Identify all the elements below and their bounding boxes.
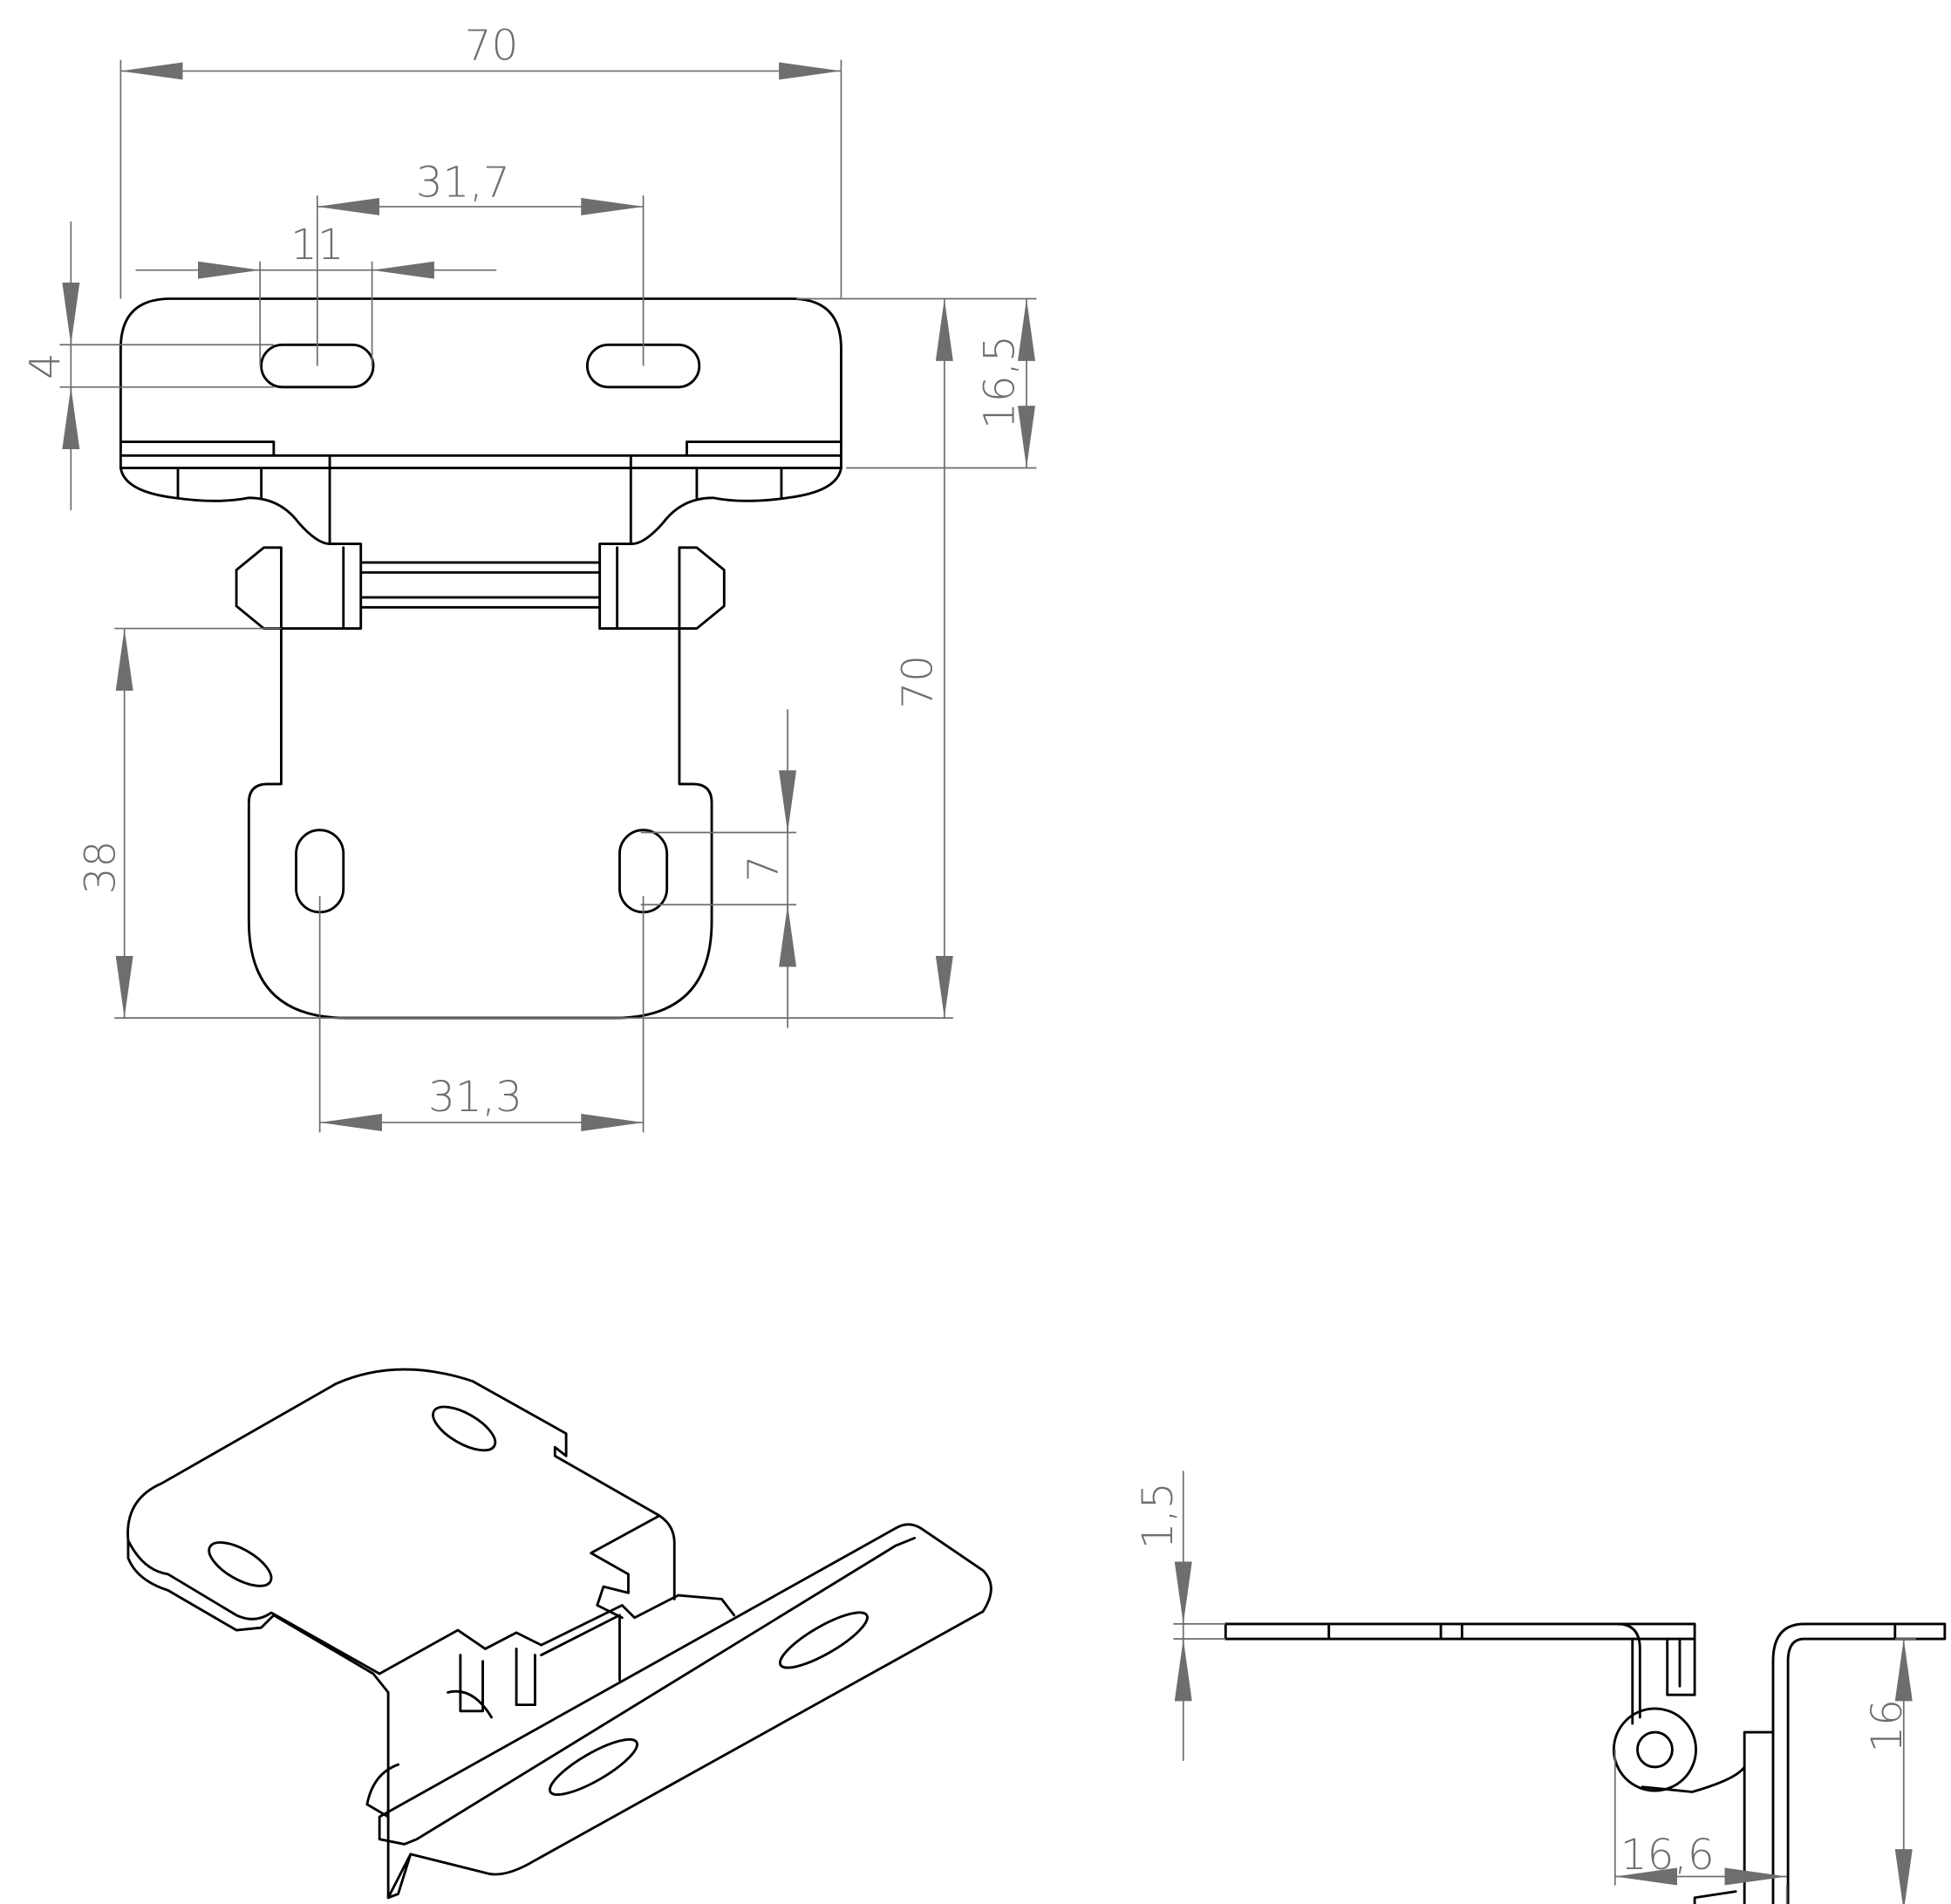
dim-thickness: 1,5	[1134, 1482, 1183, 1549]
upper-plate-outline	[119, 297, 842, 469]
dim-offset-height: 16	[1863, 1699, 1912, 1753]
plate-edge-details	[119, 440, 842, 545]
dim-slot-length: 11	[290, 221, 344, 270]
side-view-dimensions: 1,5 16 16,6	[1134, 1471, 1917, 1904]
knuckle-outline	[235, 543, 726, 630]
dim-slot-spacing-top: 31,7	[416, 159, 510, 208]
iso-slot-4	[549, 1737, 638, 1796]
isometric-view	[126, 1368, 993, 1900]
side-bend	[1616, 1622, 1696, 1725]
dim-lower-slot-length: 7	[740, 855, 788, 882]
lower-leaf-outline	[247, 627, 713, 1020]
iso-knuckle	[365, 1593, 736, 1819]
top-view	[119, 297, 842, 1020]
side-other-leaf	[1641, 1622, 1947, 1904]
iso-lower-leaf	[378, 1523, 993, 1900]
dim-offset-width: 16,6	[1620, 1831, 1715, 1880]
dim-slot-height: 4	[21, 352, 70, 379]
dim-slot-spacing-bottom: 31,3	[428, 1073, 522, 1122]
iso-slot-3	[778, 1611, 869, 1669]
iso-upper-plate	[126, 1368, 676, 1900]
dim-plate-depth: 16,5	[976, 335, 1025, 429]
side-view	[1224, 1622, 1947, 1904]
iso-slot-2	[208, 1541, 273, 1587]
side-knuckle-outer	[1612, 1707, 1697, 1792]
iso-slot-1	[432, 1405, 497, 1452]
top-view-dimensions: 70 31,7 11 4 16,5 70 38 7 31,3	[21, 22, 1037, 1133]
dim-overall-height: 70	[894, 655, 943, 709]
dim-lower-leaf-height: 38	[76, 841, 125, 895]
side-plate	[1224, 1622, 1696, 1641]
side-knuckle-inner	[1636, 1730, 1674, 1769]
dim-overall-width: 70	[465, 22, 519, 71]
